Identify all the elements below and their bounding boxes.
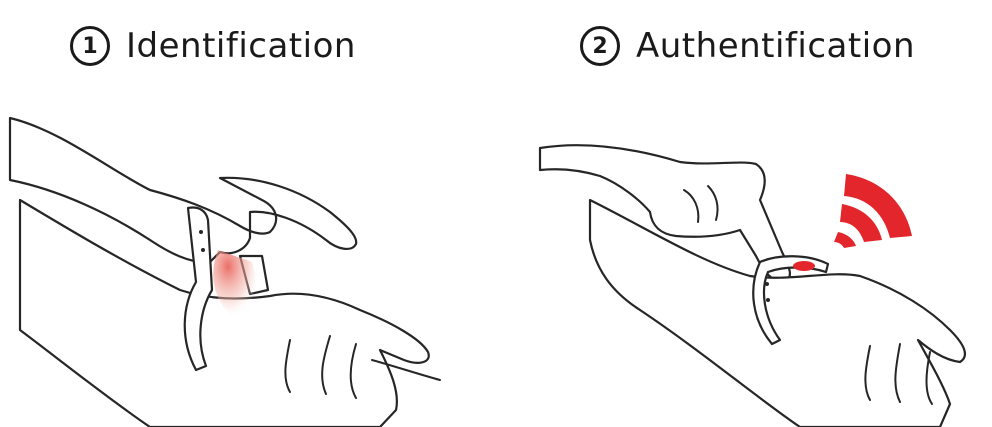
identification-scene — [10, 118, 440, 427]
contact-point-icon — [793, 261, 815, 271]
authentification-scene — [540, 145, 965, 427]
wifi-signal-icon — [834, 174, 912, 248]
